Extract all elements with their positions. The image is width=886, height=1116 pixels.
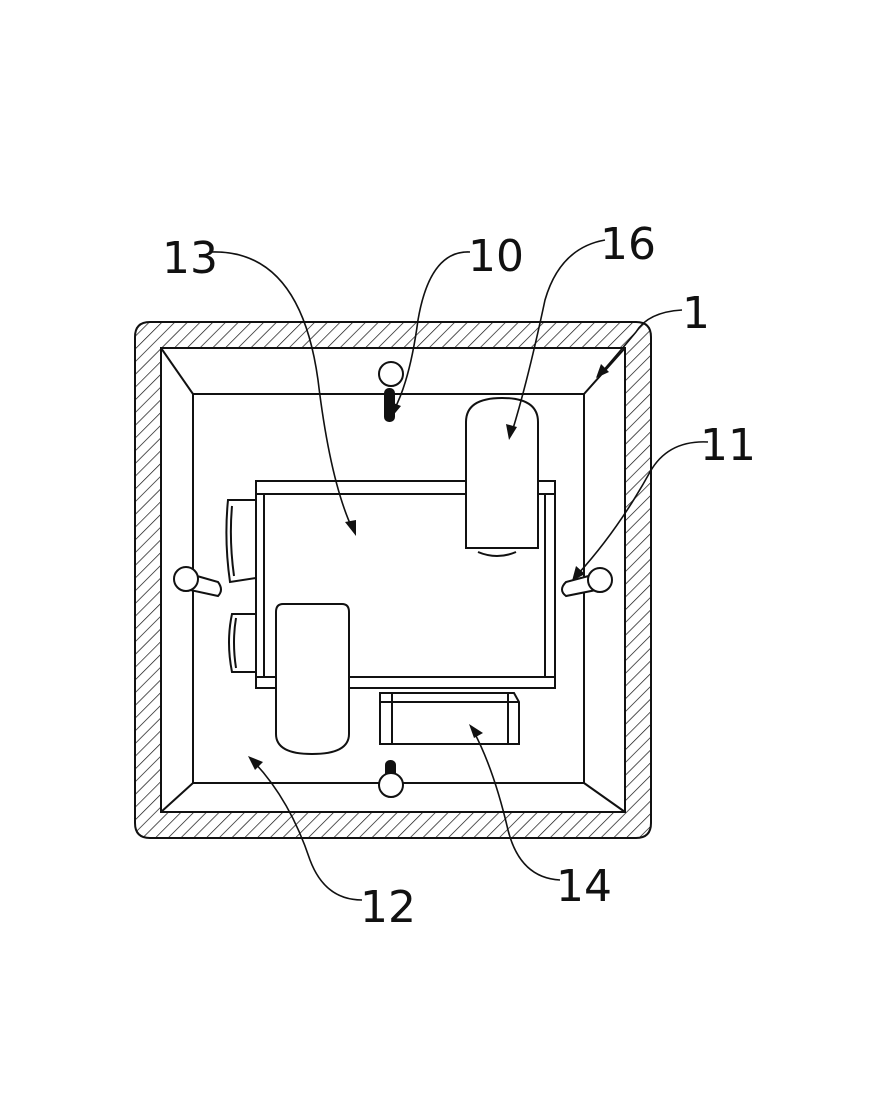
label-main-box: 13 (162, 233, 218, 284)
leader-10 (393, 251, 471, 411)
bolt-left (173, 566, 222, 598)
upper-block-shadow (477, 551, 517, 557)
label-upper-block: 16 (600, 219, 656, 270)
lower-left-block-body (275, 603, 350, 756)
frame-inner-edge (160, 347, 626, 813)
leader-13 (211, 251, 353, 529)
left-protrusion-lower-edge (233, 617, 237, 669)
bevel-top-left (160, 347, 194, 395)
bolt-bottom (378, 760, 404, 798)
label-frame: 1 (682, 288, 710, 339)
leader-14 (473, 731, 561, 881)
leader-11 (577, 441, 709, 575)
label-bolt-side: 11 (700, 420, 756, 471)
leader-16-arrow (506, 424, 517, 440)
leader-12 (253, 761, 363, 901)
leader-1-arrow (596, 364, 609, 378)
reference-numerals: 13 10 16 1 11 12 14 (162, 219, 756, 933)
bolt-left-head (173, 566, 199, 592)
leader-10-arrow (391, 402, 401, 418)
leader-1 (601, 309, 683, 373)
lower-block (379, 692, 520, 745)
lower-block-body (379, 692, 520, 745)
bolt-right-head (587, 567, 613, 593)
bevel-bottom-left (160, 782, 194, 813)
left-protrusion-lower (228, 613, 257, 673)
leader-12-arrow (248, 756, 263, 770)
leader-13-arrow (345, 520, 356, 536)
bevel-bottom-right (583, 782, 626, 813)
left-protrusion-upper-edge (229, 505, 235, 577)
label-base-plate: 12 (360, 882, 416, 933)
upper-block-body (465, 396, 539, 549)
leader-16 (511, 239, 606, 433)
left-protrusion-upper (225, 499, 257, 584)
bolt-top-head (378, 361, 404, 387)
leader-14-arrow (469, 724, 483, 738)
lower-left-block (275, 603, 350, 756)
leaders (211, 239, 709, 901)
leader-11-arrow (572, 566, 585, 581)
upper-block (465, 396, 539, 557)
label-bolt-top: 10 (468, 231, 524, 282)
bolt-bottom-head (378, 772, 404, 798)
bolt-right (561, 567, 613, 598)
label-lower-block: 14 (556, 861, 612, 912)
